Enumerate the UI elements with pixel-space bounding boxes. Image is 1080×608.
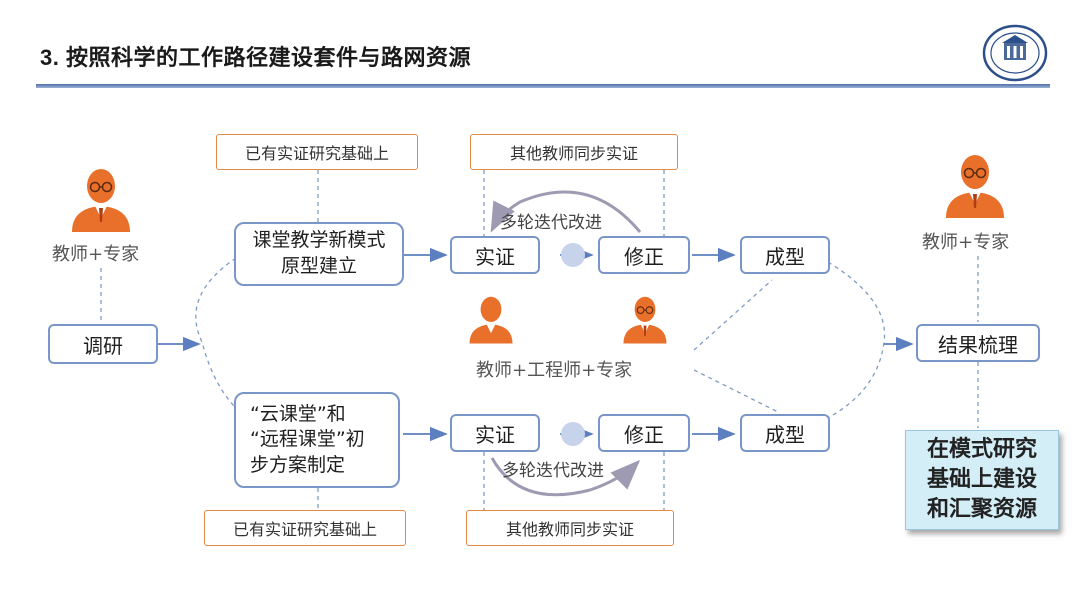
left-actor-label: 教师+专家 xyxy=(52,244,140,265)
upper-revise-box: 修正 xyxy=(598,236,690,274)
lower-stage-line-3: 步方案制定 xyxy=(250,453,346,476)
lower-stage-line-2: “远程课堂”初 xyxy=(250,428,365,451)
teacher-expert-person-icon-left xyxy=(72,169,130,232)
upper-sync-note: 其他教师同步实证 xyxy=(470,134,678,170)
summary-box: 结果梳理 xyxy=(916,324,1040,362)
center-actor-label: 教师+工程师+专家 xyxy=(476,360,633,381)
teacher-person-icon-center xyxy=(469,296,513,344)
lower-stage-box: “云课堂”和 “远程课堂”初 步方案制定 xyxy=(234,392,400,488)
upper-iterate-label: 多轮迭代改进 xyxy=(500,213,602,233)
upper-stage-line-1: 课堂教学新模式 xyxy=(252,229,386,252)
lower-formed-box: 成型 xyxy=(740,414,830,452)
upper-basis-note: 已有实证研究基础上 xyxy=(216,134,418,170)
upper-stage-line-2: 原型建立 xyxy=(280,255,357,277)
upper-stage-box: 课堂教学新模式 原型建立 xyxy=(234,222,404,286)
expert-person-icon-center xyxy=(623,296,667,344)
upper-formed-box: 成型 xyxy=(740,236,830,274)
lower-verify-box: 实证 xyxy=(450,414,540,452)
lower-sync-note: 其他教师同步实证 xyxy=(466,510,674,546)
university-seal-logo xyxy=(982,24,1048,82)
lower-basis-note: 已有实证研究基础上 xyxy=(204,510,406,546)
upper-verify-box: 实证 xyxy=(450,236,540,274)
result-line-1: 在模式研究 xyxy=(926,437,1037,463)
lower-iterate-label: 多轮迭代改进 xyxy=(502,461,604,481)
survey-box: 调研 xyxy=(48,324,158,364)
page-title: 3. 按照科学的工作路径建设套件与路网资源 xyxy=(40,45,471,70)
teacher-expert-person-icon-right xyxy=(946,155,1004,218)
result-line-3: 和汇聚资源 xyxy=(926,496,1037,522)
result-line-2: 基础上建设 xyxy=(926,467,1037,493)
title-divider xyxy=(36,84,1050,88)
lower-stage-line-1: “云课堂”和 xyxy=(250,402,346,425)
lower-revise-box: 修正 xyxy=(598,414,690,452)
right-actor-label: 教师+专家 xyxy=(922,232,1010,253)
result-box: 在模式研究 基础上建设 和汇聚资源 xyxy=(905,430,1059,530)
